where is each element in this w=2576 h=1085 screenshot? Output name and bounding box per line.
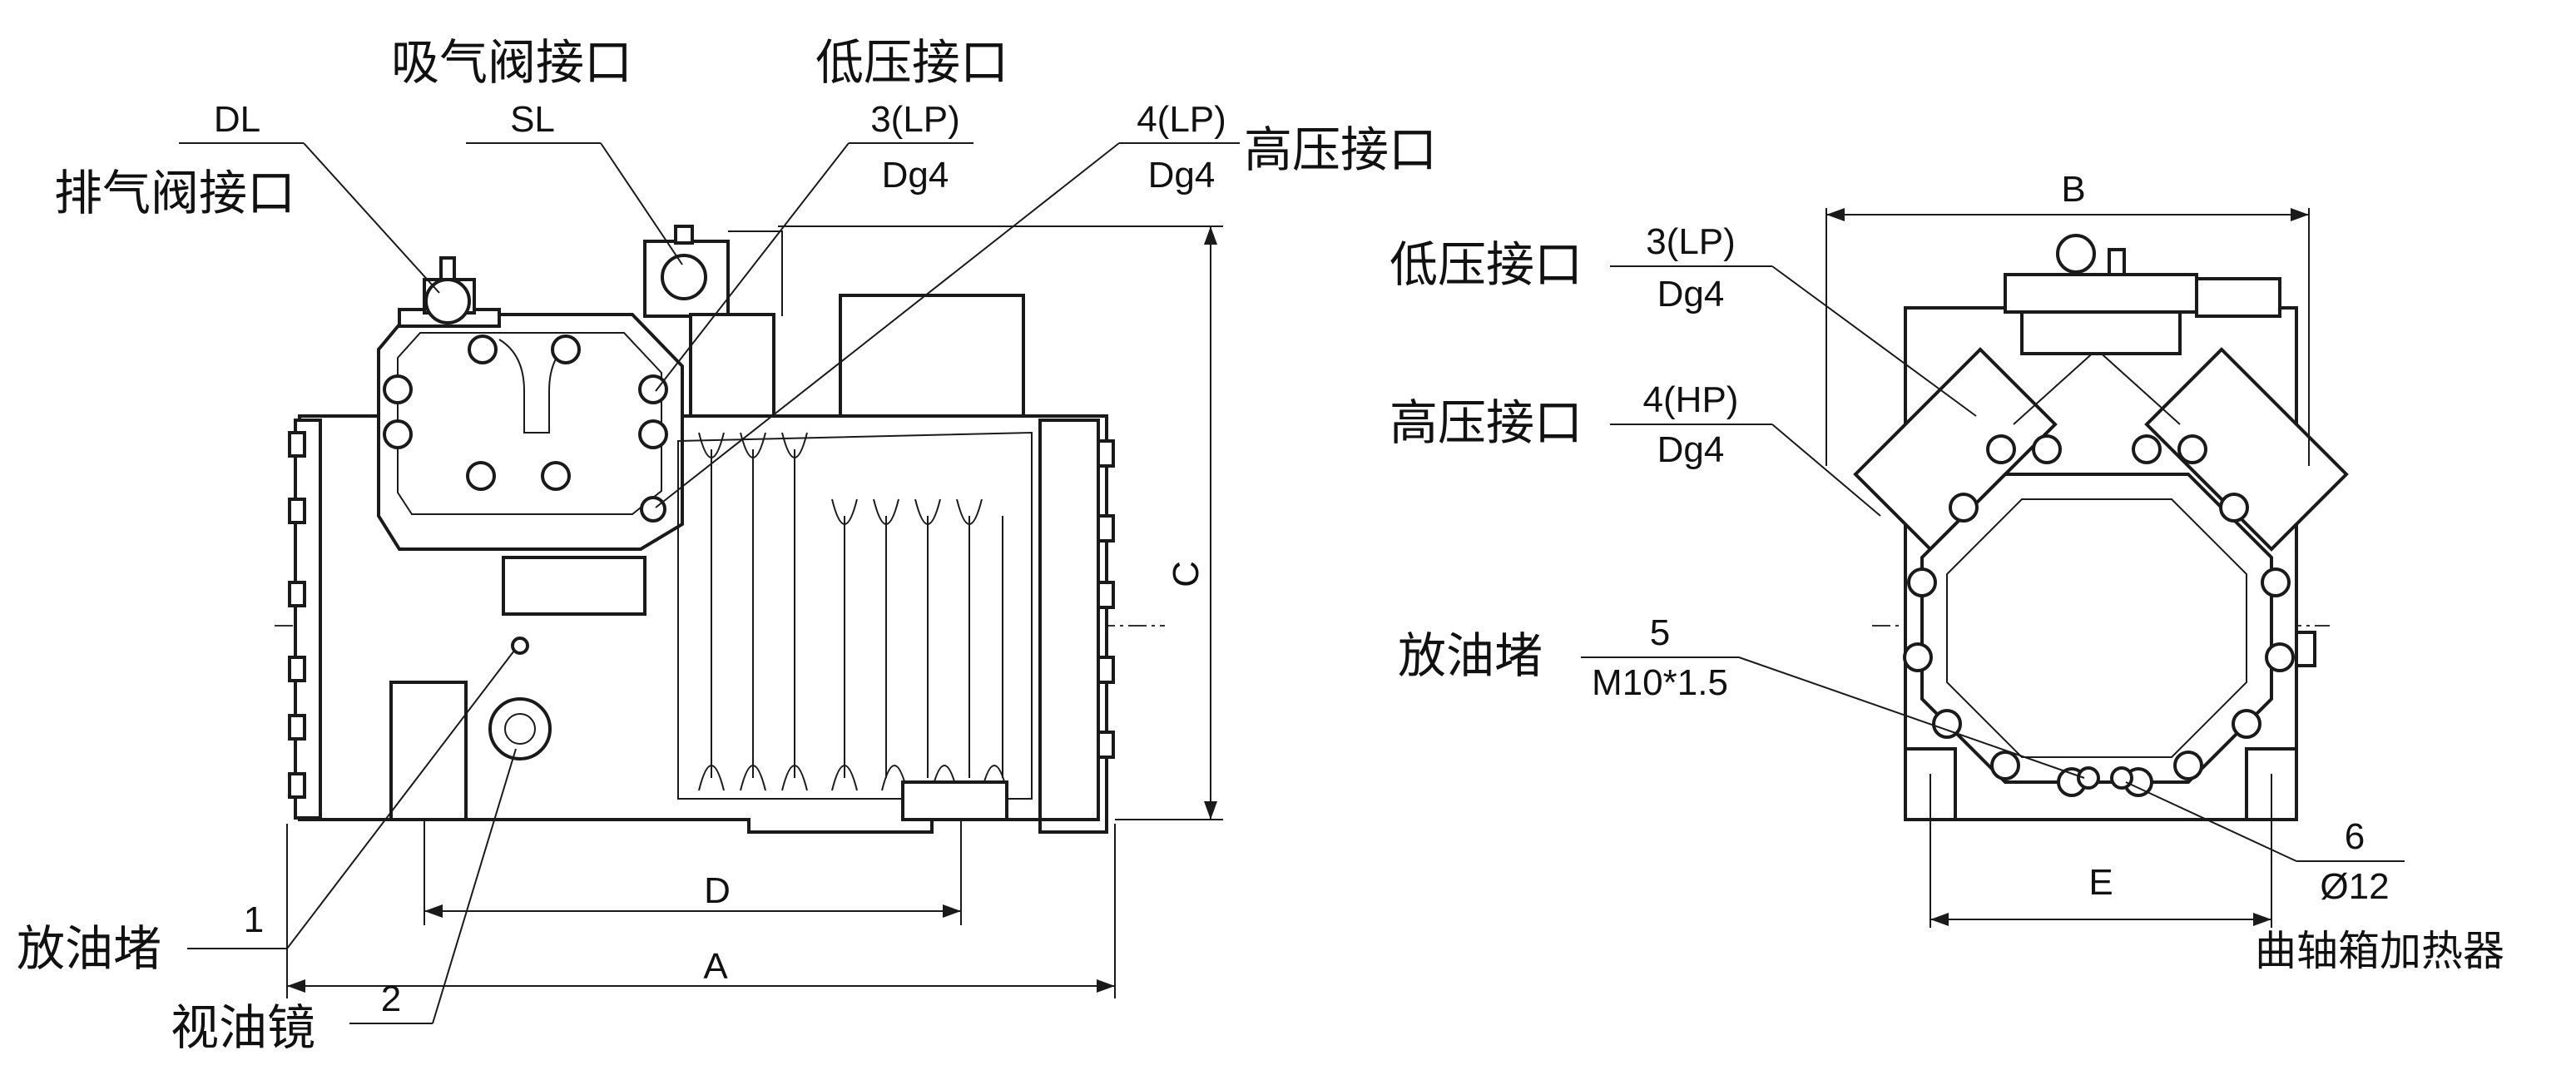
- callout-discharge-port: DL 排气阀接口: [54, 99, 440, 294]
- sight-glass-num: 2: [381, 978, 401, 1019]
- oil-drain-plug-name: 放油堵: [17, 920, 161, 977]
- left-flange: [294, 419, 322, 820]
- end-high-pressure-name: 高压接口: [1390, 394, 1583, 451]
- high-pressure-port-size: Dg4: [1148, 155, 1216, 196]
- suction-port-code: SL: [510, 99, 555, 140]
- end-high-pressure-size: Dg4: [1657, 429, 1725, 470]
- sight-glass: [488, 697, 552, 760]
- end-oil-drain-spec: M10*1.5: [1592, 662, 1728, 703]
- left-flange-bolts: [288, 431, 306, 799]
- end-oil-drain-num: 5: [1650, 612, 1670, 653]
- cylinder-head-bolts: [383, 334, 668, 523]
- nameplate: [502, 556, 646, 616]
- terminal-box: [839, 294, 1025, 418]
- dimension-e: E: [1930, 774, 2272, 928]
- end-low-pressure-size: Dg4: [1657, 274, 1725, 315]
- high-pressure-port-code: 4(LP): [1137, 99, 1226, 140]
- crankcase-heater: [2110, 766, 2133, 790]
- end-view: B E 3(LP) Dg4 低压接口 4(HP) Dg4 高压接口: [1390, 169, 2504, 975]
- dimension-c-label: C: [1166, 561, 1206, 587]
- right-end-cap-bolts: [1097, 439, 1115, 759]
- end-heater-name: 曲轴箱加热器: [2255, 927, 2504, 975]
- dimension-b-label: B: [2061, 169, 2085, 210]
- suction-valve: [643, 225, 783, 418]
- left-foot: [389, 681, 468, 821]
- top-valve-manifold: [2004, 234, 2281, 355]
- side-boss: [2295, 631, 2316, 667]
- callout-low-pressure-port: 3(LP) Dg4 低压接口: [655, 34, 1008, 392]
- oil-drain-plug: [511, 637, 529, 655]
- end-callout-oil-drain-plug: 5 M10*1.5 放油堵: [1398, 612, 2085, 779]
- left-cylinder-bank: [1853, 347, 2058, 552]
- end-low-pressure-name: 低压接口: [1390, 236, 1583, 293]
- low-pressure-port-size: Dg4: [882, 155, 949, 196]
- dimension-a-label: A: [703, 946, 728, 987]
- low-pressure-port-code: 3(LP): [870, 99, 960, 140]
- end-high-pressure-code: 4(HP): [1643, 379, 1739, 420]
- cooling-fins: [677, 431, 1033, 800]
- dimension-e-label: E: [2088, 862, 2113, 903]
- callout-oil-drain-plug: 1 放油堵: [17, 650, 515, 977]
- end-flange-inner: [1946, 498, 2247, 758]
- end-callout-crankcase-heater: 6 Ø12 曲轴箱加热器: [2125, 781, 2504, 975]
- end-callout-high-pressure-port: 4(HP) Dg4 高压接口: [1390, 379, 1881, 517]
- dimension-a: A: [286, 824, 1116, 998]
- high-pressure-port-name: 高压接口: [1244, 121, 1437, 178]
- suction-port-name: 吸气阀接口: [391, 34, 632, 91]
- oil-drain-plug-num: 1: [244, 899, 264, 940]
- callout-suction-port: SL 吸气阀接口: [391, 34, 683, 265]
- discharge-port-code: DL: [214, 99, 260, 140]
- dimension-d-label: D: [704, 870, 731, 911]
- side-view: C D A DL 排气阀接口: [17, 34, 1437, 1056]
- discharge-valve: [398, 256, 501, 328]
- right-foot: [901, 780, 1008, 821]
- right-end-cap: [1038, 419, 1100, 821]
- end-heater-spec: Ø12: [2320, 866, 2389, 907]
- callout-sight-glass: 2 视油镜: [171, 748, 517, 1056]
- low-pressure-port-name: 低压接口: [815, 34, 1008, 91]
- dimension-d: D: [424, 820, 962, 925]
- end-flange-outer: [1920, 473, 2273, 784]
- discharge-port-name: 排气阀接口: [54, 165, 295, 221]
- dimension-c: C: [778, 225, 1223, 820]
- end-callout-low-pressure-port: 3(LP) Dg4 低压接口: [1390, 221, 1977, 417]
- end-oil-drain-name: 放油堵: [1398, 627, 1543, 684]
- right-cylinder-bank: [2144, 347, 2349, 552]
- end-low-pressure-code: 3(LP): [1646, 221, 1736, 262]
- callout-high-pressure-port: 4(LP) Dg4 高压接口: [655, 99, 1437, 508]
- end-oil-drain-plug: [2077, 766, 2100, 790]
- end-flange-bolts: [1903, 434, 2295, 797]
- end-heater-num: 6: [2345, 816, 2365, 857]
- sight-glass-name: 视油镜: [171, 999, 315, 1056]
- dimension-b: B: [1825, 169, 2310, 466]
